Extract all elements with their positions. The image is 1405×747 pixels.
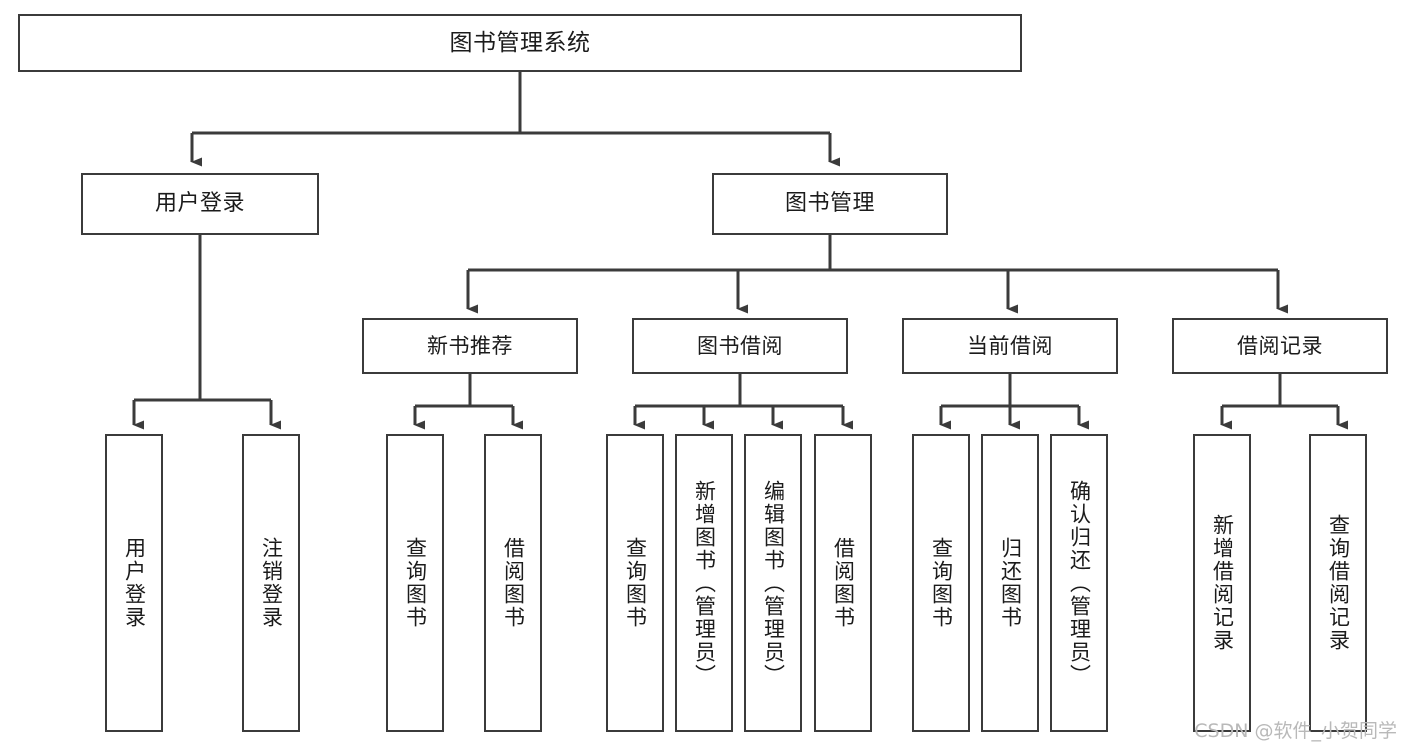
node-leaf-return-book-label: 归还图书 <box>998 537 1023 629</box>
node-root-label: 图书管理系统 <box>449 29 591 56</box>
node-leaf-add-book-label: 新增图书（管理员） <box>692 479 717 687</box>
node-leaf-return-book[interactable]: 归还图书 <box>981 434 1039 732</box>
node-leaf-query-book-1[interactable]: 查询图书 <box>386 434 444 732</box>
node-book-borrow-label: 图书借阅 <box>697 333 783 358</box>
node-leaf-query-book-2[interactable]: 查询图书 <box>606 434 664 732</box>
node-borrow-record-label: 借阅记录 <box>1237 333 1323 358</box>
node-current-borrow-label: 当前借阅 <box>967 333 1053 358</box>
node-leaf-query-book-3[interactable]: 查询图书 <box>912 434 970 732</box>
node-leaf-logout-label: 注销登录 <box>259 537 284 629</box>
node-leaf-query-book-1-label: 查询图书 <box>403 537 428 629</box>
node-book-borrow[interactable]: 图书借阅 <box>632 318 848 374</box>
node-leaf-add-record[interactable]: 新增借阅记录 <box>1193 434 1251 732</box>
node-leaf-confirm-return-label: 确认归还（管理员） <box>1067 479 1092 687</box>
node-leaf-user-login-label: 用户登录 <box>122 537 147 629</box>
node-leaf-edit-book-label: 编辑图书（管理员） <box>761 479 786 687</box>
node-leaf-borrow-book-2[interactable]: 借阅图书 <box>814 434 872 732</box>
node-leaf-confirm-return[interactable]: 确认归还（管理员） <box>1050 434 1108 732</box>
node-new-book-recommend[interactable]: 新书推荐 <box>362 318 578 374</box>
node-leaf-add-record-label: 新增借阅记录 <box>1210 514 1235 652</box>
node-leaf-query-book-2-label: 查询图书 <box>623 537 648 629</box>
node-new-book-recommend-label: 新书推荐 <box>427 333 513 358</box>
node-leaf-user-login[interactable]: 用户登录 <box>105 434 163 732</box>
node-current-borrow[interactable]: 当前借阅 <box>902 318 1118 374</box>
node-leaf-query-record[interactable]: 查询借阅记录 <box>1309 434 1367 732</box>
node-user-login[interactable]: 用户登录 <box>81 173 319 235</box>
node-borrow-record[interactable]: 借阅记录 <box>1172 318 1388 374</box>
node-leaf-borrow-book-1[interactable]: 借阅图书 <box>484 434 542 732</box>
node-leaf-query-record-label: 查询借阅记录 <box>1326 514 1351 652</box>
node-leaf-query-book-3-label: 查询图书 <box>929 537 954 629</box>
node-book-manage[interactable]: 图书管理 <box>712 173 948 235</box>
node-leaf-add-book[interactable]: 新增图书（管理员） <box>675 434 733 732</box>
node-book-manage-label: 图书管理 <box>784 191 875 217</box>
node-leaf-edit-book[interactable]: 编辑图书（管理员） <box>744 434 802 732</box>
node-leaf-logout[interactable]: 注销登录 <box>242 434 300 732</box>
node-leaf-borrow-book-2-label: 借阅图书 <box>831 537 856 629</box>
node-leaf-borrow-book-1-label: 借阅图书 <box>501 537 526 629</box>
node-user-login-label: 用户登录 <box>154 191 245 217</box>
node-root[interactable]: 图书管理系统 <box>18 14 1022 72</box>
